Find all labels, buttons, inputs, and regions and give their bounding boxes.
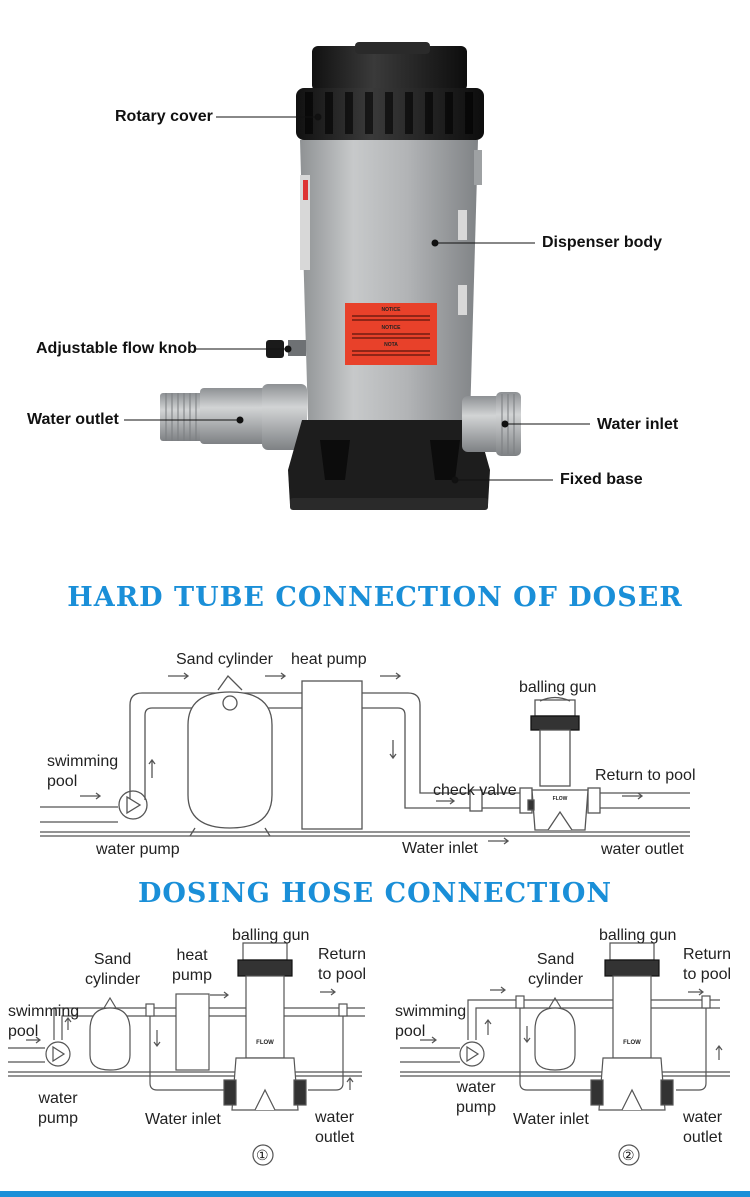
outlet-pipe xyxy=(160,384,307,450)
callout-flow-knob: Adjustable flow knob xyxy=(36,340,197,357)
ht-balling-gun: balling gun xyxy=(519,679,597,696)
svg-text:NOTA: NOTA xyxy=(384,342,398,348)
h1-number: ① xyxy=(256,1147,269,1163)
svg-text:FLOW: FLOW xyxy=(553,796,568,802)
callout-rotary-cover: Rotary cover xyxy=(115,108,213,125)
ht-water-inlet: Water inlet xyxy=(402,840,478,857)
ht-heat-pump: heat pump xyxy=(291,651,367,668)
h2-water-outlet: water outlet xyxy=(683,1109,723,1146)
ht-swimming-pool: swimming pool xyxy=(47,753,119,790)
ht-water-outlet: water outlet xyxy=(601,841,684,858)
hose-title: DOSING HOSE CONNECTION xyxy=(137,878,613,909)
h1-return-to-pool: Return to pool xyxy=(318,946,367,983)
dispenser-body xyxy=(300,140,482,420)
h2-water-pump: water pump xyxy=(456,1079,497,1116)
h1-swimming-pool: swimming pool xyxy=(8,1003,80,1040)
svg-text:NOTICE: NOTICE xyxy=(382,307,402,313)
h1-balling-gun: balling gun xyxy=(232,927,310,944)
callout-dispenser-body: Dispenser body xyxy=(542,234,663,251)
h1-sand-cylinder: Sand cylinder xyxy=(85,951,141,988)
h1-water-inlet: Water inlet xyxy=(145,1111,221,1128)
callout-water-inlet: Water inlet xyxy=(597,416,679,433)
h2-number: ② xyxy=(622,1147,635,1163)
ht-check-valve: check valve xyxy=(433,782,517,799)
ht-water-pump: water pump xyxy=(96,841,180,858)
h1-heat-pump: heat pump xyxy=(172,947,213,984)
callout-fixed-base: Fixed base xyxy=(560,471,643,488)
h1-water-outlet: water outlet xyxy=(315,1109,355,1146)
h2-water-inlet: Water inlet xyxy=(513,1111,589,1128)
rotary-cover xyxy=(296,42,484,140)
bottom-accent-bar xyxy=(0,1191,750,1197)
h1-water-pump: water pump xyxy=(38,1090,79,1127)
h2-swimming-pool: swimming pool xyxy=(395,1003,467,1040)
fixed-base xyxy=(288,420,490,510)
h2-balling-gun: balling gun xyxy=(599,927,677,944)
warning-label: NOTICE NOTICE NOTA xyxy=(345,303,437,365)
ht-sand-cylinder: Sand cylinder xyxy=(176,651,273,668)
h2-return-to-pool: Return to pool xyxy=(683,946,732,983)
svg-text:FLOW: FLOW xyxy=(623,1040,641,1046)
callout-water-outlet: Water outlet xyxy=(27,411,119,428)
product-illustration: NOTICE NOTICE NOTA xyxy=(124,42,590,510)
svg-text:FLOW: FLOW xyxy=(256,1040,274,1046)
svg-text:NOTICE: NOTICE xyxy=(382,325,402,331)
ht-return-to-pool: Return to pool xyxy=(595,767,696,784)
h2-sand-cylinder: Sand cylinder xyxy=(528,951,584,988)
hard-tube-title: HARD TUBE CONNECTION OF DOSER xyxy=(67,582,683,613)
